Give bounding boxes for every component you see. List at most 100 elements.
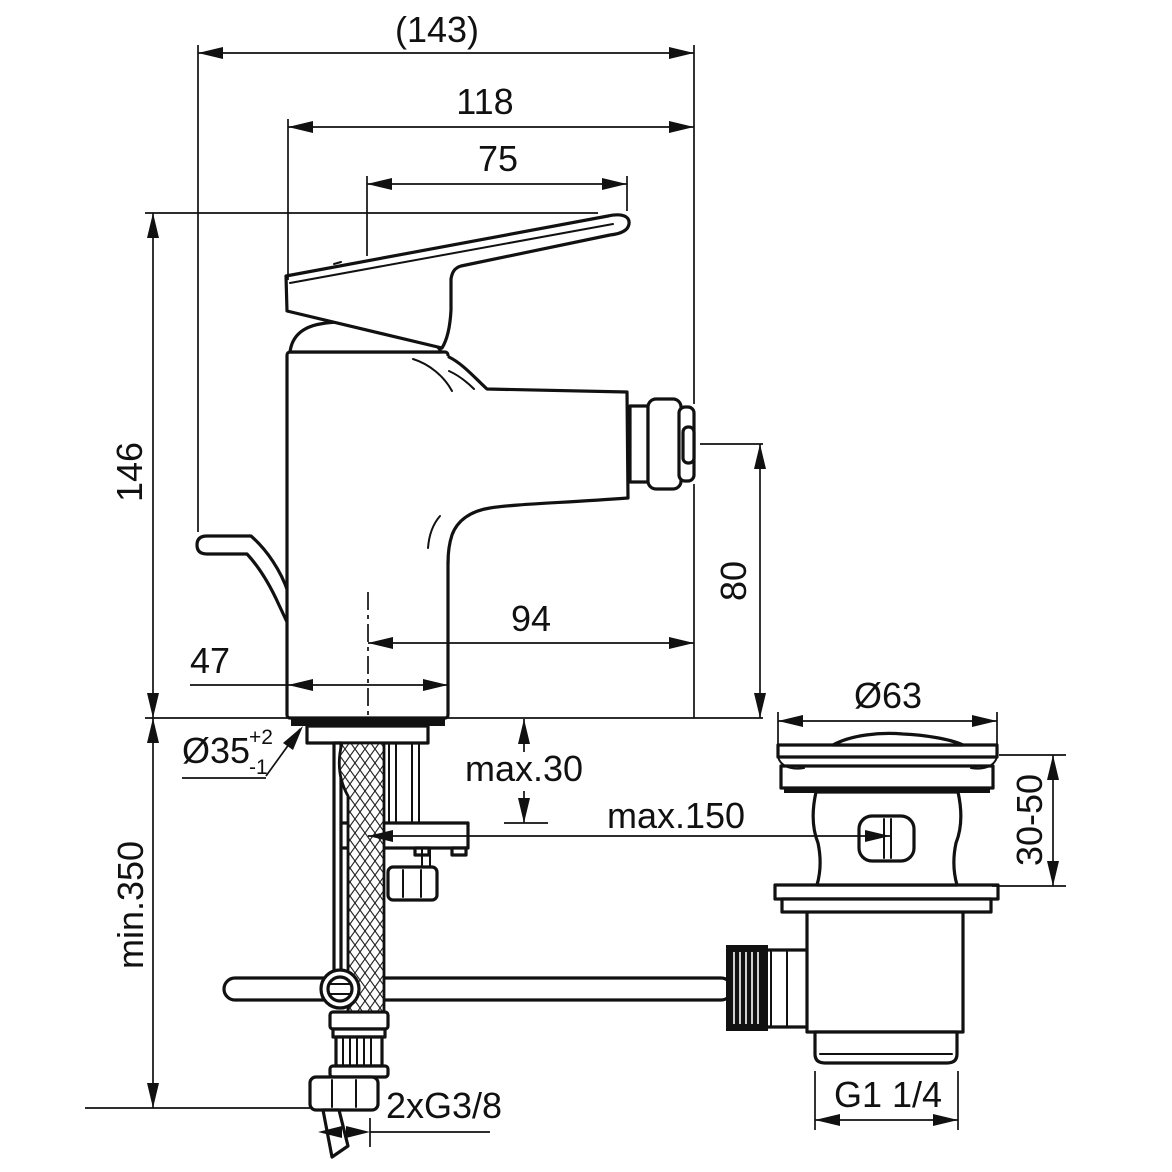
arrowhead-left xyxy=(288,121,313,133)
arrowhead-down xyxy=(1047,861,1059,886)
arrowhead-right xyxy=(346,1126,370,1138)
pop-up-waste-assembly xyxy=(726,731,1000,1065)
aerator-neck xyxy=(628,404,650,484)
mounting-hex-nut xyxy=(386,865,439,902)
aerator-ring xyxy=(646,397,683,491)
plug-plate-wing-left xyxy=(777,756,805,770)
label-width-47: 47 xyxy=(190,640,230,681)
spout-outline xyxy=(446,355,630,565)
arrowhead-left xyxy=(815,1114,840,1126)
hose-connection-nut xyxy=(308,1075,380,1112)
arrowhead-left xyxy=(368,830,393,842)
waste-plug-plate xyxy=(776,743,999,759)
label-hole-tol-plus: +2 xyxy=(249,726,273,749)
spout-upper-fillet xyxy=(412,358,453,392)
spout-fill xyxy=(444,356,628,563)
waste-knurled-nut xyxy=(726,945,768,1031)
arrowhead-down xyxy=(754,693,766,718)
arrowhead-down xyxy=(147,1083,159,1108)
dim-height-80 xyxy=(700,443,766,718)
arrowhead-left xyxy=(198,47,223,59)
arrowhead-up xyxy=(518,719,530,744)
arrowhead-right xyxy=(933,1114,958,1126)
arrowhead-right xyxy=(865,830,890,842)
pull-rod xyxy=(222,976,734,1002)
dim-max-150 xyxy=(368,830,890,842)
lift-rod xyxy=(332,741,343,1009)
arrowhead-right xyxy=(423,679,448,691)
label-hole-dia-main: Ø35 xyxy=(182,730,250,771)
dim-hole-dia-35 xyxy=(182,726,303,779)
label-min-350: min.350 xyxy=(110,841,151,969)
label-dia-63: Ø63 xyxy=(854,675,922,716)
mounting-shank xyxy=(305,724,430,745)
arrowhead-left xyxy=(368,637,393,649)
handle-dot-detail xyxy=(333,261,342,265)
label-width-75: 75 xyxy=(478,138,518,179)
label-max-150: max.150 xyxy=(607,795,745,836)
hose-end-fitting xyxy=(308,1010,390,1159)
label-hole-tol-minus: -1 xyxy=(249,756,268,779)
dim-thread-g114 xyxy=(814,1071,959,1130)
pop-up-lever xyxy=(195,534,290,624)
waste-plug-dome xyxy=(831,731,965,747)
label-hole-dia-35: Ø35 +2 -1 xyxy=(182,726,273,779)
label-width-94: 94 xyxy=(511,598,551,639)
dimension-graphics xyxy=(85,45,1066,1147)
arrowhead-left xyxy=(288,679,313,691)
hose-ferrule xyxy=(328,1010,390,1031)
aerator-outlet xyxy=(628,397,696,491)
dim-range-30-50 xyxy=(992,754,1066,887)
label-thread-g114: G1 1/4 xyxy=(834,1074,942,1115)
label-height-80: 80 xyxy=(713,561,754,601)
handle-top-inner-line xyxy=(289,223,614,284)
arrowhead-down xyxy=(147,693,159,718)
plug-plate-wing-right xyxy=(970,756,998,770)
waste-seal-strip xyxy=(784,787,990,793)
label-overall-width: (143) xyxy=(395,9,479,50)
arrowhead-up xyxy=(147,718,159,743)
waste-overflow-window xyxy=(857,814,916,863)
waste-thread-section xyxy=(813,1030,959,1065)
dim-width-75 xyxy=(366,176,628,256)
arrowhead-left xyxy=(367,178,392,190)
label-max-30: max.30 xyxy=(465,748,583,789)
waste-upper-flange xyxy=(779,764,995,790)
dimension-labels: (143) 118 75 146 min.350 80 94 47 max.30… xyxy=(109,9,1050,1126)
arrowhead-left xyxy=(778,715,803,727)
spout-lower-fillet xyxy=(427,515,441,549)
dim-width-118 xyxy=(287,119,694,280)
arrowhead-up xyxy=(1047,755,1059,780)
dim-max-30 xyxy=(504,719,548,824)
waste-tailpiece xyxy=(805,908,965,1034)
arrowhead-right xyxy=(669,637,694,649)
dim-height-146 xyxy=(145,212,598,718)
faucet-assembly xyxy=(145,213,763,1159)
dim-width-94 xyxy=(367,592,694,716)
arrowhead-right xyxy=(669,47,694,59)
label-range-30-50: 30-50 xyxy=(1009,774,1050,866)
arrowhead-right xyxy=(972,715,997,727)
arrowhead-down xyxy=(518,798,530,823)
arrowhead-up xyxy=(754,444,766,469)
dim-min-350 xyxy=(85,718,310,1109)
waste-lower-flange-bottom xyxy=(780,897,993,914)
aerator-nozzle-slot xyxy=(681,425,696,465)
spout-root-line xyxy=(448,370,475,390)
arrowhead-right xyxy=(669,121,694,133)
dim-dia-63 xyxy=(777,712,998,755)
label-width-118: 118 xyxy=(456,81,513,122)
arrowhead-tip xyxy=(283,726,303,750)
dim-overall-width xyxy=(197,45,694,532)
dim-thread-g38 xyxy=(318,1118,490,1147)
label-thread-g38: 2xG3/8 xyxy=(386,1085,502,1126)
base-gasket xyxy=(291,719,445,726)
hose-lower-collar xyxy=(328,1064,390,1079)
dim-width-47 xyxy=(190,679,448,691)
label-height-146: 146 xyxy=(109,442,150,502)
pull-rod-knob-inner xyxy=(326,975,354,1003)
arrowhead-left xyxy=(318,1126,342,1138)
clamp-foot-2 xyxy=(450,846,468,857)
